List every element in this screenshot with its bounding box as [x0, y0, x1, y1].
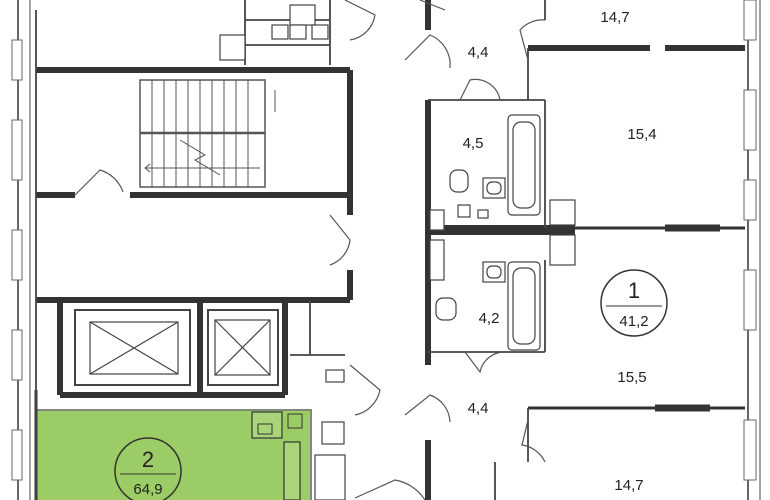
apartment-1-badge[interactable]: 1 41,2	[600, 269, 668, 337]
room-area-label: 15,4	[627, 126, 656, 143]
apartment-number: 2	[142, 447, 154, 472]
room-labels: 14,7 4,4 4,5 15,4 4,2 15,5 4,4 14,7	[463, 9, 657, 494]
room-area-label: 14,7	[614, 477, 643, 494]
thin-partitions	[35, 0, 546, 500]
room-area-label: 4,2	[479, 310, 500, 327]
room-area-label: 4,5	[463, 135, 484, 152]
right-facade	[743, 0, 761, 500]
room-area-label: 4,4	[468, 400, 489, 417]
room-area-label: 15,5	[617, 369, 646, 386]
bathroom-fixtures	[219, 4, 576, 500]
left-facade	[11, 0, 31, 500]
room-area-label: 14,7	[600, 9, 629, 26]
apartment-number: 1	[628, 278, 640, 303]
stairs	[139, 79, 276, 188]
door-swings	[74, 0, 546, 500]
apartment-area: 64,9	[133, 481, 162, 498]
apartment-2-badge[interactable]: 2 64,9	[114, 437, 182, 500]
elevator-right	[207, 309, 279, 386]
room-area-label: 4,4	[468, 44, 489, 61]
apartment-area: 41,2	[619, 313, 648, 330]
elevator-left	[74, 309, 191, 386]
